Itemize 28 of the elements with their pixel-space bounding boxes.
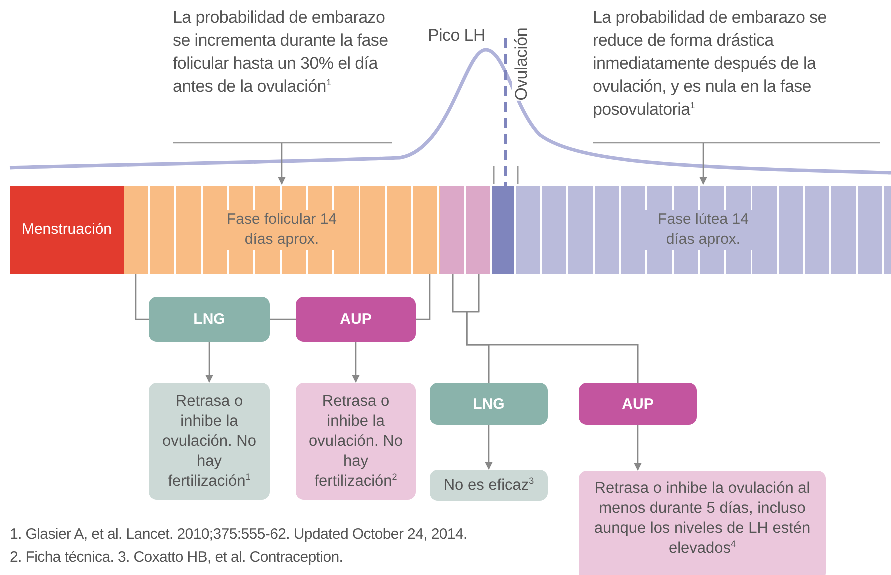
arrow <box>352 342 360 383</box>
arrow <box>700 143 708 185</box>
connector-line <box>416 274 431 320</box>
drug-label-box: AUP <box>579 383 697 425</box>
arrow <box>634 425 642 471</box>
box-cell <box>466 186 492 274</box>
peak-label: Pico LH <box>428 26 486 46</box>
effect-box: No es eficaz$^{3}$ <box>430 470 548 501</box>
annotation-text: La probabilidad de embarazo se incrementa durante la fase folicular hasta un 30% el día antes de la ovulación$^{1}$ <box>173 6 403 124</box>
box-cell <box>440 186 466 274</box>
arrow <box>278 143 286 185</box>
arrow <box>485 425 493 470</box>
cycle-phase-bar: Fase folicular 14 días aprox. <box>124 186 440 274</box>
drug-label-box: AUP <box>296 297 416 342</box>
cycle-phase-bar: Menstruación <box>10 186 124 274</box>
drug-label-box: LNG <box>149 297 270 342</box>
connector-line <box>135 274 149 320</box>
footnote: 2. Ficha técnica. 3. Coxatto HB, et al. Contraception. <box>10 548 344 568</box>
annotation-text: La probabilidad de embarazo se reduce de forma drástica inmediatamente después de la ovulación, y es nula en la fase posovulatoria$^{1}$ <box>593 6 873 124</box>
box-cell <box>492 186 516 274</box>
drug-label-box: LNG <box>430 383 548 425</box>
cycle-phase-bar: Fase lútea 14 días aprox. <box>516 186 891 274</box>
connector-line <box>270 318 296 320</box>
effect-box: Retrasa o inhibe la ovulación. No hay fertilización$^{1}$ <box>149 383 270 500</box>
footnote: 1. Glasier A, et al. Lancet. 2010;375:555-62. Updated October 24, 2014. <box>10 525 468 545</box>
arrow <box>206 342 214 383</box>
effect-box: Retrasa o inhibe la ovulación. No hay fertilización$^{2}$ <box>296 383 416 500</box>
effect-box: Retrasa o inhibe la ovulación al menos durante 5 días, incluso aunque los niveles de LH estén elevados$^{4}$ <box>579 471 826 575</box>
